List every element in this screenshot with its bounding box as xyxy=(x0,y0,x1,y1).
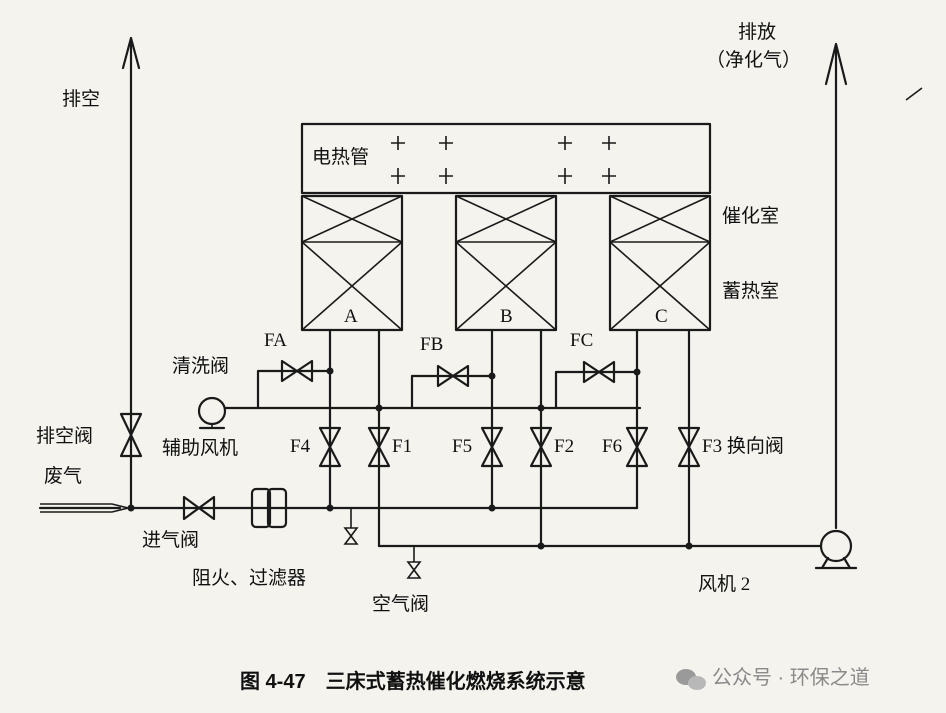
wechat-icon xyxy=(676,669,706,690)
drain-valve xyxy=(343,508,359,545)
bed-c xyxy=(608,194,712,332)
vent-stack xyxy=(121,36,141,510)
air-valve xyxy=(406,546,422,579)
label-flame-filter: 阻火、过滤器 xyxy=(192,567,306,589)
bed-b xyxy=(454,194,558,332)
junction-dots xyxy=(127,367,693,550)
flame-filter xyxy=(250,487,288,529)
label-fc: FC xyxy=(570,330,593,351)
watermark: 公众号 · 环保之道 xyxy=(676,666,870,690)
label-fan2: 风机 2 xyxy=(698,573,750,595)
vertical-valves xyxy=(119,412,701,468)
valve-f5 xyxy=(480,426,504,468)
label-vent-top: 排空 xyxy=(62,88,100,110)
label-heater: 电热管 xyxy=(312,146,369,168)
discharge-stack xyxy=(824,42,848,530)
valve-f4 xyxy=(318,426,342,468)
label-bed-b: B xyxy=(500,306,513,327)
label-wash-valve: 清洗阀 xyxy=(172,355,229,377)
label-regenerator: 蓄热室 xyxy=(722,280,779,302)
watermark-text: 公众号 · 环保之道 xyxy=(712,666,870,689)
valve-fb xyxy=(436,364,470,388)
valve-f6 xyxy=(625,426,649,468)
label-fa: FA xyxy=(264,330,287,351)
label-f5: F5 xyxy=(452,436,472,457)
bed-pipes xyxy=(328,328,691,548)
label-fb: FB xyxy=(420,334,443,355)
valve-fa xyxy=(280,359,314,383)
stray-mark xyxy=(905,87,923,101)
heater-elements xyxy=(391,136,616,184)
bed-a xyxy=(300,194,404,332)
label-bed-a: A xyxy=(344,306,358,327)
label-bed-c: C xyxy=(655,306,668,327)
label-air-valve: 空气阀 xyxy=(372,593,429,615)
heater-box xyxy=(300,122,712,195)
fan2-symbol xyxy=(814,529,858,570)
label-f4: F4 xyxy=(290,436,311,457)
label-catalysis-chamber: 催化室 xyxy=(722,205,779,227)
label-inlet-valve: 进气阀 xyxy=(142,529,199,551)
label-f1: F1 xyxy=(392,436,412,457)
label-purified: （净化气） xyxy=(706,49,801,71)
label-f3: F3 换向阀 xyxy=(702,435,784,457)
label-aux-fan: 辅助风机 xyxy=(162,437,238,459)
valve-f1 xyxy=(367,426,391,468)
valve-fc xyxy=(582,360,616,384)
label-f6: F6 xyxy=(602,436,622,457)
label-discharge: 排放 xyxy=(738,21,776,43)
wash-lines xyxy=(224,369,642,410)
aux-fan-symbol xyxy=(197,396,227,430)
label-f2: F2 xyxy=(554,436,574,457)
valve-f2 xyxy=(529,426,553,468)
label-vent-valve: 排空阀 xyxy=(36,425,93,447)
figure-caption: 图 4-47 三床式蓄热催化燃烧系统示意 xyxy=(240,669,586,693)
inlet-valve xyxy=(182,495,216,521)
valve-f3 xyxy=(677,426,701,468)
label-exhaust-gas: 废气 xyxy=(44,465,82,487)
vent-valve xyxy=(119,412,143,458)
